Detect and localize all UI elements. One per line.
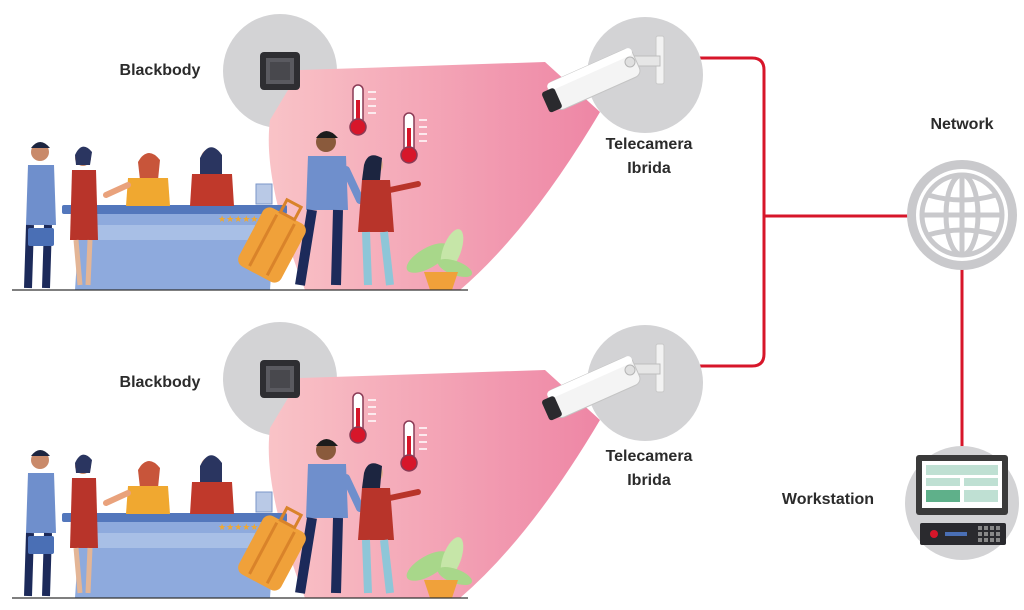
camera-label-line1: Telecamera: [605, 136, 693, 153]
workstation-label: Workstation: [760, 488, 896, 512]
workstation-group: [905, 446, 1019, 560]
blackbody-label-text: Blackbody: [119, 62, 201, 79]
blackbody-label: Blackbody: [98, 371, 222, 395]
camera-label: Telecamera Ibrida: [584, 445, 714, 493]
workstation-label-text: Workstation: [781, 491, 875, 508]
camera-label-line2: Ibrida: [627, 160, 671, 177]
network-label-text: Network: [930, 116, 994, 133]
camera-label: Telecamera Ibrida: [584, 133, 714, 181]
camera-label-line2: Ibrida: [627, 472, 671, 489]
camera-label-line1: Telecamera: [605, 448, 693, 465]
globe-icon: [907, 160, 1017, 270]
blackbody-label-text: Blackbody: [119, 374, 201, 391]
camera-link: [665, 56, 766, 368]
server-icon: [920, 523, 1006, 545]
monitor-icon: [916, 455, 1008, 515]
network-label: Network: [902, 113, 1022, 137]
blackbody-label: Blackbody: [98, 59, 222, 83]
network-links: [665, 56, 964, 450]
